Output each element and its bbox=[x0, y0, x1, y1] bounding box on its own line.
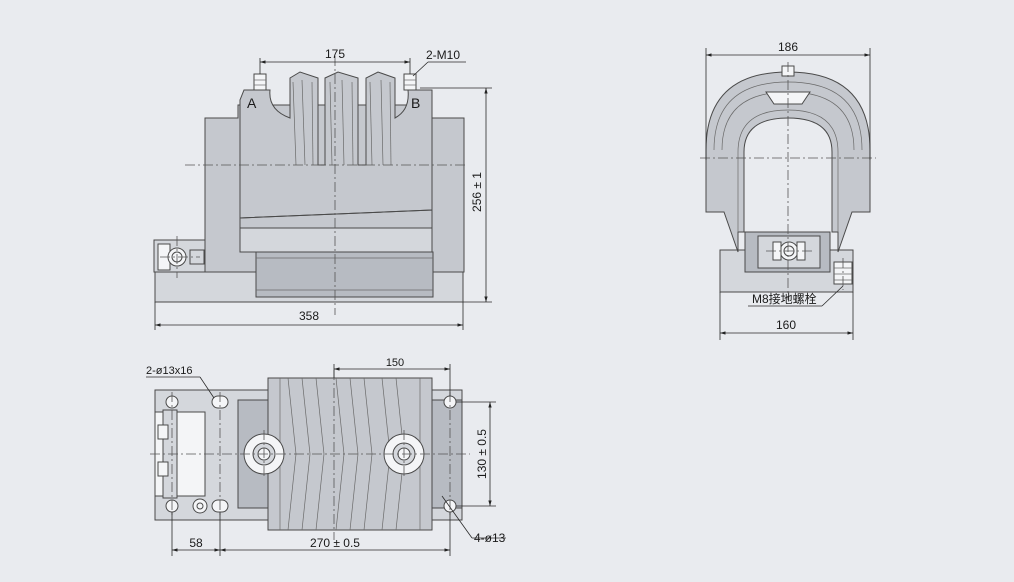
front-thread-label: 2-M10 bbox=[426, 48, 460, 62]
plan-dim-left: 58 bbox=[189, 536, 203, 550]
side-dome bbox=[705, 71, 871, 253]
front-head bbox=[239, 71, 433, 219]
side-dim-top: 186 bbox=[778, 40, 798, 54]
plan-clamp-bolt-b bbox=[157, 461, 169, 477]
plan-clamp-bolt-a bbox=[157, 424, 169, 440]
terminal-a-bolt-icon bbox=[253, 73, 267, 91]
side-dim-bottom: 160 bbox=[776, 318, 796, 332]
hole-label: 4-ø13 bbox=[474, 531, 506, 545]
front-sheds bbox=[239, 79, 433, 229]
plan-view: 2-ø13x16 150 130 ± 0.5 4-ø13 58 270 ± 0.… bbox=[146, 357, 506, 556]
terminal-a-label: A bbox=[247, 95, 257, 111]
front-dim-height: 256 ± 1 bbox=[470, 172, 484, 212]
plan-dim-height: 130 ± 0.5 bbox=[475, 429, 489, 479]
front-dim-top: 175 bbox=[325, 47, 345, 61]
side-view: 186 M8接地螺栓 160 bbox=[700, 40, 876, 340]
front-view: A B 175 2-M10 256 ± 1 358 bbox=[153, 47, 492, 330]
ground-bolt-label: M8接地螺栓 bbox=[752, 291, 817, 306]
plan-dim-top: 150 bbox=[386, 357, 404, 369]
slot-label: 2-ø13x16 bbox=[146, 365, 192, 377]
plan-ground-bolt-icon bbox=[192, 498, 208, 514]
plan-dim-bottom: 270 ± 0.5 bbox=[310, 536, 360, 550]
front-core-lower bbox=[255, 251, 434, 298]
terminal-b-bolt-icon bbox=[403, 73, 417, 91]
terminal-b-label: B bbox=[411, 95, 420, 111]
front-core-window bbox=[239, 227, 433, 253]
front-dim-bottom: 358 bbox=[299, 309, 319, 323]
